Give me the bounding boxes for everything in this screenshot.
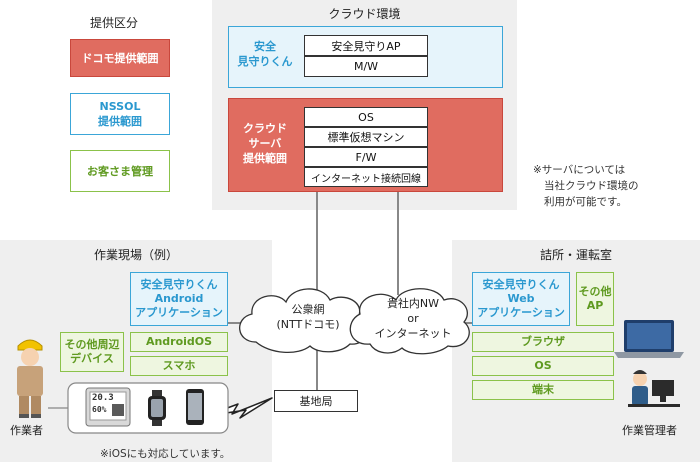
cloud-app-mw: M/W bbox=[304, 56, 428, 77]
cloud-server-os: OS bbox=[304, 107, 428, 127]
site-app-label-2: Android bbox=[154, 292, 204, 305]
cloud-server-net: インターネット接続回線 bbox=[304, 167, 428, 187]
smartphone-icon bbox=[186, 389, 204, 425]
office-terminal: 端末 bbox=[472, 380, 614, 400]
public-network-label: 公衆網 (NTTドコモ) bbox=[258, 302, 358, 332]
worker-label: 作業者 bbox=[10, 424, 43, 437]
legend-nssol-label-2: 提供範囲 bbox=[98, 114, 142, 128]
cloud-server-block: クラウド サーバ 提供範囲 OS 標準仮想マシン F/W インターネット接続回線 bbox=[228, 98, 503, 192]
smartwatch-icon bbox=[148, 390, 166, 426]
cloud-server-fw: F/W bbox=[304, 147, 428, 167]
cloud-server-label-2: サーバ bbox=[248, 137, 282, 150]
legend-nssol: NSSOL 提供範囲 bbox=[70, 93, 170, 135]
office-browser: ブラウザ bbox=[472, 332, 614, 352]
office-app-label-1: 安全見守りくん bbox=[482, 278, 560, 291]
footnote: ※iOSにも対応しています。 bbox=[100, 448, 231, 460]
office-app-label-3: アプリケーション bbox=[477, 306, 565, 319]
private-network-label-2: or bbox=[407, 312, 419, 325]
cloud-app-ap: 安全見守りAP bbox=[304, 35, 428, 56]
office-web-app: 安全見守りくん Web アプリケーション bbox=[472, 272, 570, 326]
site-title: 作業現場（例） bbox=[93, 248, 178, 262]
site-app-label-3: アプリケーション bbox=[135, 306, 223, 319]
site-peripheral-devices: その他周辺 デバイス bbox=[60, 332, 124, 372]
public-network-label-1: 公衆網 bbox=[291, 303, 325, 316]
cloud-server-label-3: 提供範囲 bbox=[243, 152, 287, 165]
office-os: OS bbox=[472, 356, 614, 376]
public-network-label-2: (NTTドコモ) bbox=[276, 318, 340, 331]
cloud-server-vm: 標準仮想マシン bbox=[304, 127, 428, 147]
legend-customer-label: お客さま管理 bbox=[87, 165, 153, 178]
cloud-server-label: クラウド サーバ 提供範囲 bbox=[229, 121, 301, 166]
legend-customer: お客さま管理 bbox=[70, 150, 170, 192]
legend-nssol-label-1: NSSOL bbox=[99, 99, 141, 113]
site-smartphone: スマホ bbox=[130, 356, 228, 376]
manager-icon bbox=[628, 370, 680, 407]
server-note: ※サーバについては 当社クラウド環境の 利用が可能です。 bbox=[533, 162, 639, 210]
office-other-ap: その他 AP bbox=[576, 272, 614, 326]
private-network-label: 貴社内NW or インターネット bbox=[358, 296, 468, 341]
site-peripheral-label-2: デバイス bbox=[70, 352, 114, 365]
server-note-line-2: 当社クラウド環境の bbox=[544, 180, 639, 192]
cloud-server-label-1: クラウド bbox=[243, 122, 287, 135]
public-network-cloud-shape bbox=[239, 288, 368, 353]
worker-icon bbox=[17, 339, 43, 418]
office-title: 詰所・運転室 bbox=[539, 248, 612, 262]
site-android-os: AndroidOS bbox=[130, 332, 228, 352]
manager-label: 作業管理者 bbox=[622, 424, 677, 437]
cloud-title: クラウド環境 bbox=[328, 7, 401, 21]
server-note-line-3: 利用が可能です。 bbox=[544, 196, 627, 208]
laptop-icon bbox=[614, 320, 684, 358]
cloud-app-block: 安全 見守りくん 安全見守りAP M/W bbox=[228, 26, 503, 88]
sensor-humidity: 60% bbox=[92, 405, 107, 414]
cloud-app-label-1: 安全 bbox=[254, 40, 276, 53]
site-peripheral-label-1: その他周辺 bbox=[64, 338, 120, 351]
office-other-ap-label-2: AP bbox=[586, 299, 604, 312]
private-network-cloud-shape bbox=[349, 288, 470, 355]
office-app-label-2: Web bbox=[507, 292, 535, 305]
legend-title: 提供区分 bbox=[90, 16, 139, 30]
site-android-app: 安全見守りくん Android アプリケーション bbox=[130, 272, 228, 326]
legend-docomo: ドコモ提供範囲 bbox=[70, 39, 170, 77]
legend-docomo-label: ドコモ提供範囲 bbox=[81, 52, 159, 65]
office-other-ap-label-1: その他 bbox=[578, 285, 612, 298]
private-network-label-1: 貴社内NW bbox=[386, 297, 440, 310]
server-note-line-1: ※サーバについては bbox=[533, 164, 626, 176]
site-app-label-1: 安全見守りくん bbox=[140, 278, 218, 291]
cloud-app-label: 安全 見守りくん bbox=[229, 39, 301, 69]
base-station: 基地局 bbox=[274, 390, 358, 412]
sensor-temp: 20.3 bbox=[92, 393, 114, 403]
private-network-label-3: インターネット bbox=[374, 327, 452, 340]
cloud-app-label-2: 見守りくん bbox=[237, 55, 293, 68]
